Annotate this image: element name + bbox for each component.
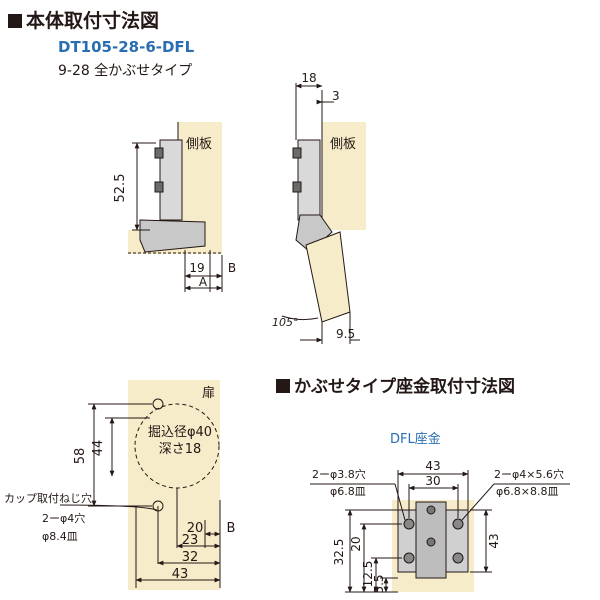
- angle-105: 105°: [272, 316, 299, 329]
- left-hole-line2: φ6.8皿: [330, 485, 366, 498]
- dim-43-side: 43: [487, 533, 501, 548]
- label-A: A: [199, 275, 208, 289]
- cup-diameter: 掘込径φ40: [148, 425, 212, 440]
- leader-screw-note: [59, 504, 158, 511]
- screw-hole-top: [152, 398, 164, 410]
- hinge-screw-r1: [292, 147, 302, 159]
- side-panel-label-r: 側板: [330, 137, 356, 152]
- door-label: 扉: [202, 385, 215, 401]
- square-bullet-icon: [8, 14, 22, 28]
- section-title-text: かぶせタイプ座金取付寸法図: [294, 377, 515, 397]
- dim-20-plate: 20: [349, 536, 363, 551]
- plate-name: DFL座金: [390, 432, 441, 447]
- dim-44: 44: [91, 440, 106, 457]
- page-title-text: 本体取付寸法図: [26, 10, 160, 32]
- side-panel-fill: [178, 122, 222, 230]
- plate-hole-4: [452, 552, 464, 564]
- section-title: かぶせタイプ座金取付寸法図: [276, 372, 515, 397]
- page-title: 本体取付寸法図: [8, 6, 159, 33]
- dim-19: 19: [189, 261, 204, 275]
- side-view-open: [281, 83, 366, 344]
- dim-23: 23: [182, 533, 199, 548]
- right-hole-line1: 2ーφ4×5.6穴: [494, 467, 564, 481]
- dim-5-5: 5.5: [372, 574, 386, 593]
- screw-note-line3: φ8.4皿: [42, 530, 78, 543]
- dim-43-door: 43: [172, 567, 189, 582]
- dim-30: 30: [425, 474, 440, 488]
- door-face: [128, 380, 220, 590]
- square-bullet-icon: [276, 379, 290, 393]
- left-hole-line1: 2ーφ3.8穴: [312, 467, 366, 481]
- leader-right-down: [461, 483, 495, 521]
- leader-left-down: [394, 483, 406, 521]
- screw-note-line2: 2ーφ4穴: [42, 511, 85, 525]
- dim-32: 32: [182, 550, 199, 565]
- hinge-cup: [139, 219, 206, 253]
- door-open: [305, 231, 351, 323]
- side-panel-label: 側板: [186, 137, 212, 152]
- plate-rivet-1: [426, 505, 436, 515]
- door-view: [59, 380, 221, 590]
- plate-rivet-2: [426, 537, 436, 547]
- model-number: DT105-28-6-DFL: [58, 38, 195, 56]
- side-view-closed: [128, 122, 223, 292]
- angle-arc: [281, 315, 319, 321]
- model-subtitle: 9-28 全かぶせタイプ: [58, 63, 193, 79]
- dim-18: 18: [301, 71, 316, 85]
- hinge-screw-r2: [292, 181, 302, 193]
- plate-view: [310, 470, 570, 593]
- right-hole-line2: φ6.8×8.8皿: [496, 485, 558, 498]
- hinge-screw-1: [154, 147, 164, 159]
- dim-52-5: 52.5: [113, 174, 128, 203]
- dim-43-top: 43: [425, 459, 440, 473]
- dim-20-door: 20: [187, 521, 204, 536]
- label-B-door: B: [227, 521, 236, 536]
- dim-32-5: 32.5: [332, 539, 346, 566]
- plate-hole-2: [403, 552, 415, 564]
- label-B-left: B: [228, 261, 236, 275]
- cup-depth: 深さ18: [159, 442, 202, 457]
- dim-12-5: 12.5: [361, 561, 375, 588]
- dim-3: 3: [332, 89, 340, 103]
- hinge-screw-2: [154, 181, 164, 193]
- hinge-arm: [159, 139, 183, 221]
- plate-hole-1: [403, 518, 415, 530]
- side-panel-fill-r: [322, 122, 366, 230]
- dim-9-5: 9.5: [336, 327, 355, 341]
- plate-hole-3: [452, 518, 464, 530]
- dim-58: 58: [73, 448, 88, 465]
- screw-note-line1: カップ取付ねじ穴: [4, 491, 92, 505]
